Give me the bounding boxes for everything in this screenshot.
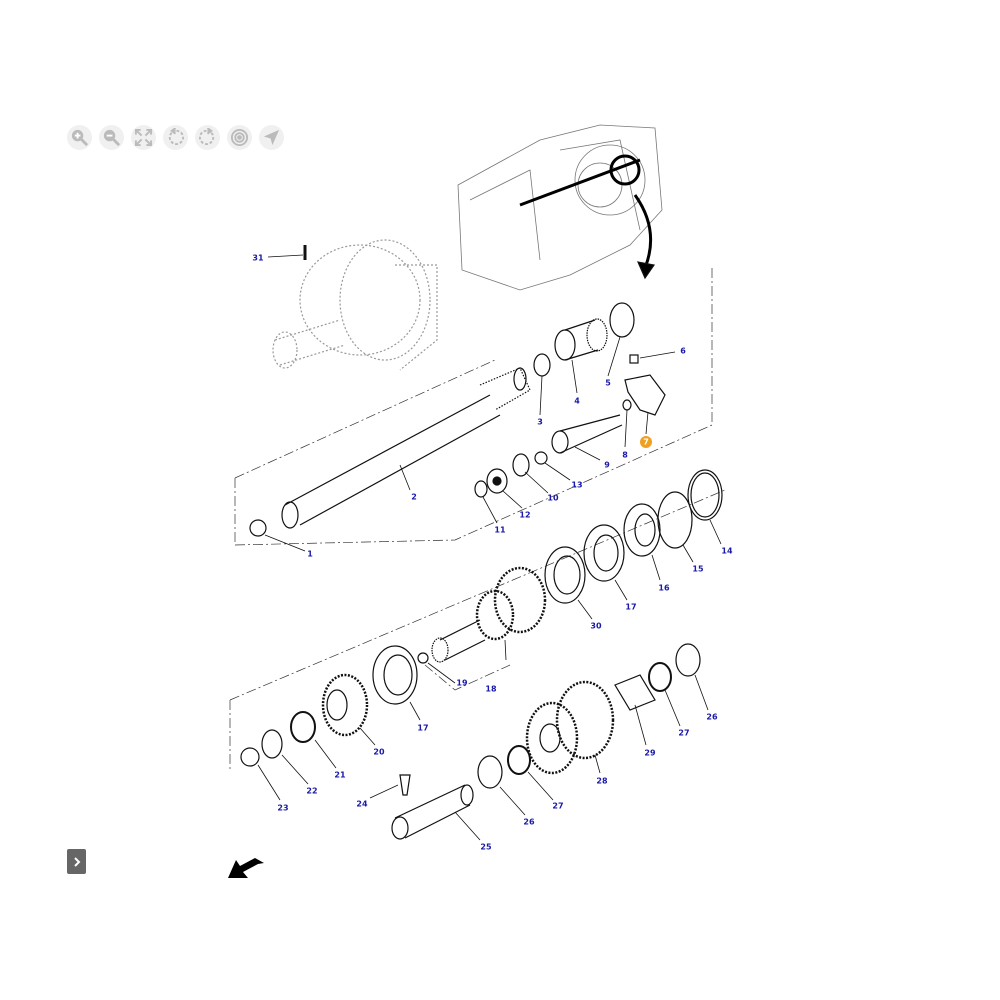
zoom-in-button[interactable] bbox=[67, 125, 92, 150]
callout[interactable]: 22 bbox=[306, 787, 317, 796]
rotate-left-button[interactable] bbox=[163, 125, 188, 150]
callout[interactable]: 26 bbox=[706, 713, 718, 722]
callout[interactable]: 24 bbox=[356, 800, 368, 809]
zoom-out-icon bbox=[103, 129, 121, 147]
callout[interactable]: 10 bbox=[547, 494, 559, 503]
callout[interactable]: 27 bbox=[678, 729, 689, 738]
callout[interactable]: 11 bbox=[494, 526, 506, 535]
overview-highlight-shaft bbox=[519, 158, 641, 207]
callout[interactable]: 13 bbox=[571, 481, 582, 490]
callout[interactable]: 30 bbox=[590, 622, 602, 631]
callout[interactable]: 20 bbox=[373, 748, 385, 757]
rotate-right-icon bbox=[199, 128, 215, 145]
callout[interactable]: 17 bbox=[625, 603, 636, 612]
callout[interactable]: 8 bbox=[622, 451, 628, 460]
expand-icon bbox=[134, 128, 153, 147]
shaft-25 bbox=[391, 784, 474, 840]
zoom-out-button[interactable] bbox=[99, 125, 124, 150]
callout-highlighted[interactable]: 7 bbox=[643, 438, 649, 447]
chevron-right-icon bbox=[73, 856, 80, 867]
callout[interactable]: 1 bbox=[307, 550, 313, 559]
target-icon bbox=[230, 128, 249, 147]
overview-arrow bbox=[633, 194, 653, 269]
tractor-transmission-overview bbox=[457, 124, 663, 291]
callout[interactable]: 28 bbox=[596, 777, 608, 786]
callout[interactable]: 15 bbox=[692, 565, 704, 574]
callout[interactable]: 17 bbox=[417, 724, 428, 733]
callout[interactable]: 3 bbox=[537, 418, 543, 427]
callout[interactable]: 9 bbox=[604, 461, 610, 470]
callout[interactable]: 27 bbox=[552, 802, 563, 811]
callout[interactable]: 6 bbox=[680, 347, 686, 356]
navigation-arrow-icon bbox=[263, 129, 280, 146]
gear-cluster-18 bbox=[431, 566, 547, 663]
callout-highlight-badge[interactable] bbox=[640, 436, 652, 448]
fit-screen-button[interactable] bbox=[131, 125, 156, 150]
sidebar-toggle-button[interactable] bbox=[67, 849, 86, 874]
ghost-gear-assembly bbox=[272, 239, 438, 371]
rotate-left-icon bbox=[168, 128, 184, 145]
callout[interactable]: 26 bbox=[523, 818, 535, 827]
viewer-toolbar bbox=[67, 125, 284, 150]
callout[interactable]: 19 bbox=[456, 679, 468, 688]
callout[interactable]: 5 bbox=[605, 379, 611, 388]
main-shaft bbox=[281, 367, 531, 529]
callout[interactable]: 16 bbox=[658, 584, 670, 593]
orientation-arrow-icon bbox=[228, 858, 264, 878]
zoom-in-icon bbox=[71, 129, 89, 147]
callout[interactable]: 4 bbox=[574, 397, 580, 406]
target-button[interactable] bbox=[227, 125, 252, 150]
callout[interactable]: 12 bbox=[519, 511, 530, 520]
callout[interactable]: 31 bbox=[252, 254, 264, 263]
callout[interactable]: 2 bbox=[411, 493, 417, 502]
callout[interactable]: 29 bbox=[644, 749, 656, 758]
sleeve-4 bbox=[554, 318, 608, 361]
rotate-right-button[interactable] bbox=[195, 125, 220, 150]
callout[interactable]: 25 bbox=[480, 843, 492, 852]
callout[interactable]: 23 bbox=[277, 804, 288, 813]
callout[interactable]: 18 bbox=[485, 685, 497, 694]
navigate-button[interactable] bbox=[259, 125, 284, 150]
callout-labels: 31 6 5 4 3 7 8 9 13 10 2 12 11 14 1 15 1… bbox=[252, 254, 733, 852]
callout[interactable]: 14 bbox=[721, 547, 733, 556]
callout[interactable]: 21 bbox=[334, 771, 346, 780]
